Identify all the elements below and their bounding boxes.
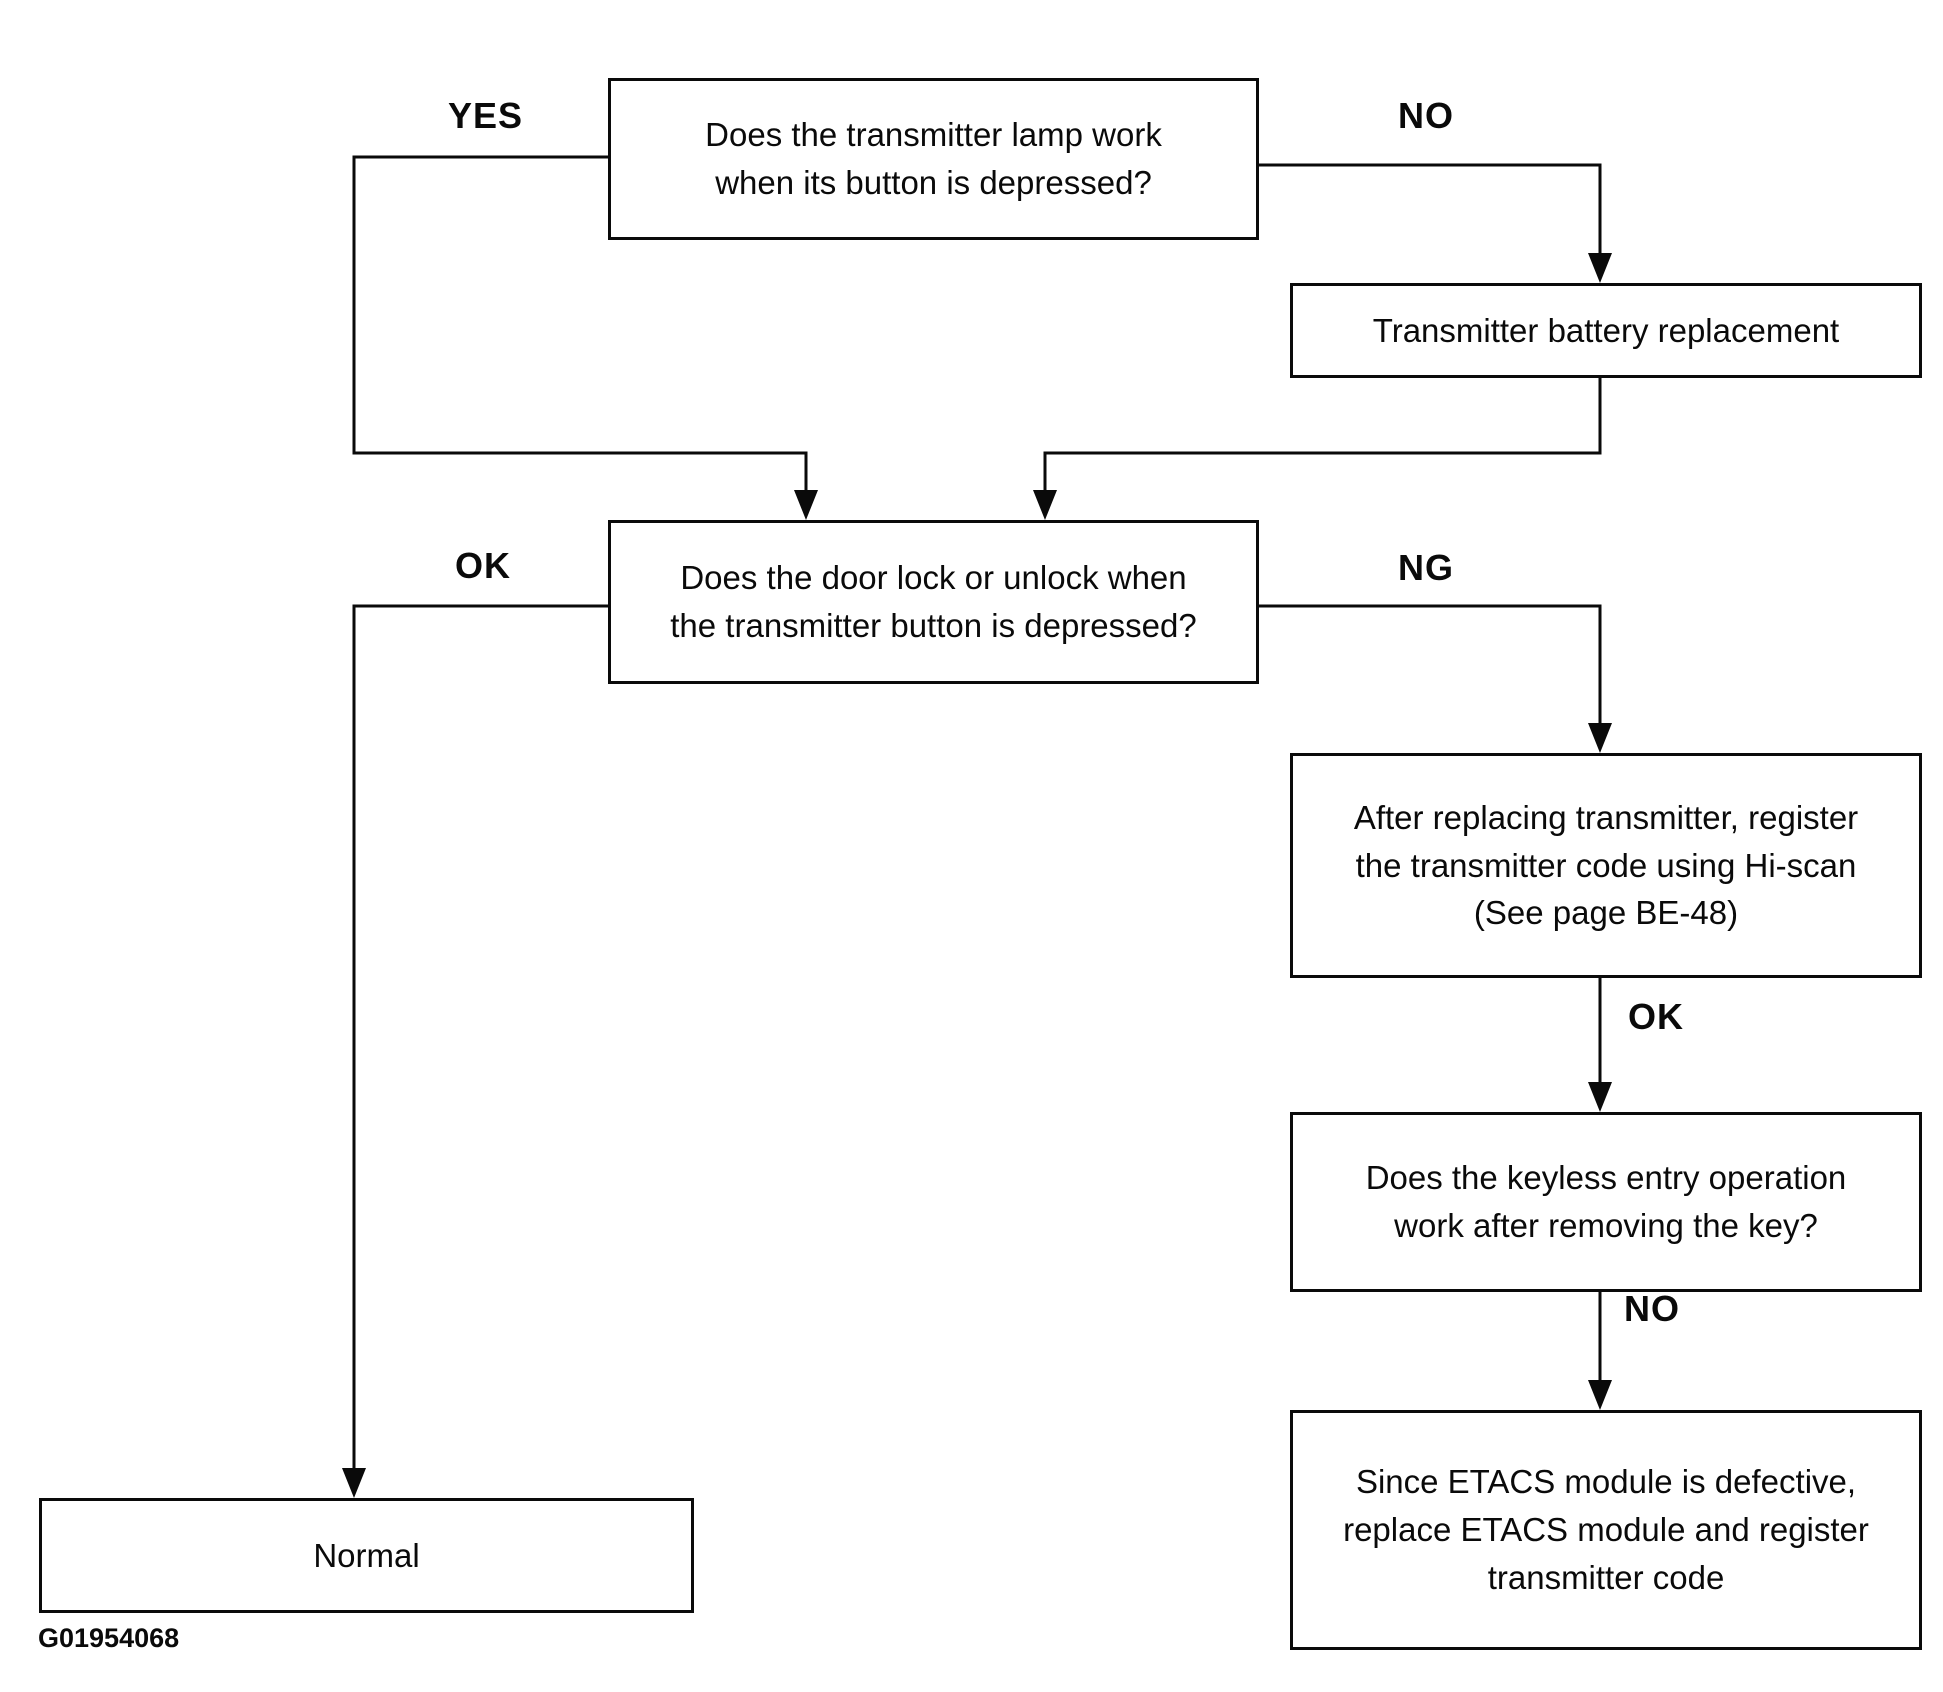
edge-ng-line [1259, 604, 1602, 725]
edge-ok-right-arrowhead [1588, 1082, 1612, 1112]
flow-box-normal-result: Normal [39, 1498, 694, 1613]
flow-box-battery-replacement-text: Transmitter battery replacement [1372, 311, 1840, 349]
edge-no-right-arrowhead [1588, 1380, 1612, 1410]
edge-battery-to-door-line [1043, 378, 1602, 492]
flow-box-lamp-question: Does the transmitter lamp work when its … [608, 78, 1259, 240]
flow-box-battery-replacement: Transmitter battery replacement [1290, 283, 1922, 378]
edge-no-line [1259, 163, 1602, 255]
flow-box-lamp-question-text: Does the transmitter lamp work when its … [705, 116, 1162, 201]
edge-ng-arrowhead [1588, 723, 1612, 753]
edge-ok-left-line [352, 604, 608, 1470]
edge-label-yes: YES [448, 95, 524, 136]
edge-label-no-right: NO [1624, 1288, 1680, 1329]
edge-label-ok-right: OK [1628, 996, 1684, 1037]
flow-box-door-lock-question: Does the door lock or unlock when the tr… [608, 520, 1259, 684]
edge-label-ok-left: OK [455, 545, 511, 586]
flow-box-replace-etacs-module: Since ETACS module is defective, replace… [1290, 1410, 1922, 1650]
flow-box-door-lock-question-text: Does the door lock or unlock when the tr… [670, 559, 1197, 644]
flow-box-register-transmitter-code-text: After replacing transmitter, register th… [1353, 798, 1859, 932]
flow-box-keyless-entry-question: Does the keyless entry operation work af… [1290, 1112, 1922, 1292]
figure-id: G01954068 [38, 1623, 180, 1653]
edge-yes-arrowhead [794, 490, 818, 520]
edge-label-no-top: NO [1398, 95, 1454, 136]
flow-box-register-transmitter-code: After replacing transmitter, register th… [1290, 753, 1922, 978]
flow-box-normal-result-text: Normal [313, 1536, 420, 1574]
edge-no-arrowhead [1588, 253, 1612, 283]
edge-ok-left-arrowhead [342, 1468, 366, 1498]
edge-battery-to-door-arrowhead [1033, 490, 1057, 520]
flow-box-replace-etacs-module-text: Since ETACS module is defective, replace… [1343, 1463, 1869, 1596]
flow-box-keyless-entry-question-text: Does the keyless entry operation work af… [1365, 1159, 1847, 1244]
edge-label-ng: NG [1398, 547, 1454, 588]
